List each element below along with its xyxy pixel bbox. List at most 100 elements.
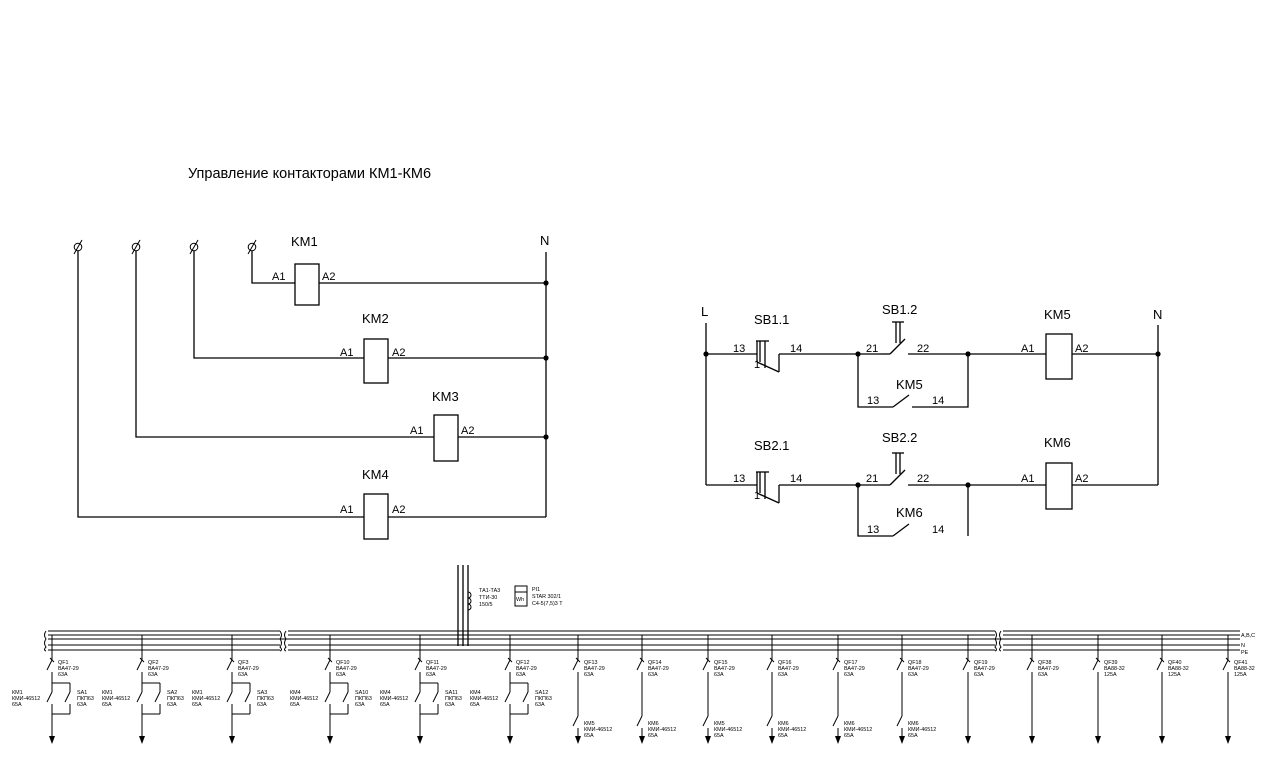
breaker-rating: 63А [778,672,788,678]
contactor-model: КМИ-46512 [714,727,742,733]
coil-km2: KM2 A1 A2 [193,251,546,384]
coil-km3: KM3 A1 A2 [135,251,546,462]
breaker-rating: 63А [336,672,346,678]
contactor-model: КМИ-46512 [908,727,936,733]
breaker-rating: 125А [1168,672,1181,678]
pin-22: 22 [917,473,929,485]
energy-meter: Wh PI1 STAR 302/1 С4-5(7,5)3 Т [514,585,563,607]
terminal-a1-label: A1 [1021,343,1034,355]
stop-button-sb2-1: 1 [754,471,780,504]
breaker-label: QF18 [908,660,921,666]
breaker-model: ВА47-29 [516,666,537,672]
feeder-qf12: QF12ВА47-2963АКМ4КМИ-4651265АSA12ПКП6363… [470,635,552,744]
switch-rating: 63А [257,702,267,708]
neutral-label-right: N [1153,307,1162,322]
ct-label-2: ТТИ-30 [479,595,497,601]
breaker-model: ВА47-29 [584,666,605,672]
coil-label: KM3 [432,389,459,404]
breaker-label: QF16 [778,660,791,666]
contactor-rating: 65А [648,733,658,739]
breaker-rating: 63А [426,672,436,678]
breaker-label: QF41 [1234,660,1247,666]
switch-model: ПКП63 [355,696,372,702]
outgoing-arrow [1159,736,1165,744]
breaker-model: ВА47-29 [974,666,995,672]
breaker-label: QF10 [336,660,349,666]
contactor-model: КМИ-46512 [102,696,130,702]
contactor-rating: 65А [714,733,724,739]
ct-label-3: 150/5 [479,602,493,608]
breaker-contact [504,659,511,671]
contactor-contact [702,715,709,727]
stop-button-sb1-1: 1 [754,340,780,373]
meter-label-3: С4-5(7,5)3 Т [532,601,563,607]
breaker-contact [636,659,643,671]
bus-label-abc: A,B,C [1241,633,1255,639]
breaker-contact [414,659,421,671]
coil-label: KM2 [362,311,389,326]
breaker-contact [766,659,773,671]
terminal-a2-label: A2 [1075,473,1088,485]
contactor-label: КМ5 [584,721,595,727]
outgoing-arrow [417,736,423,744]
breaker-rating: 63А [584,672,594,678]
switch-contact [522,691,529,703]
svg-text:1: 1 [754,490,760,502]
contactor-model: КМИ-46512 [648,727,676,733]
contactor-label: КМ1 [192,690,203,696]
feeder-qf11: QF11ВА47-2963АКМ4КМИ-4651265АSA11ПКП6363… [380,635,462,744]
svg-text:1: 1 [754,359,760,371]
breaker-model: ВА47-29 [336,666,357,672]
contactor-label: КМ6 [844,721,855,727]
diagram-title: Управление контакторами КМ1-КМ6 [188,166,431,182]
stop-button-label: SB1.1 [754,312,789,327]
breaker-rating: 63А [714,672,724,678]
breaker-label: QF19 [974,660,987,666]
switch-model: ПКП63 [535,696,552,702]
outgoing-arrow [49,736,55,744]
breaker-contact [572,659,579,671]
outgoing-arrow [575,736,581,744]
breaker-label: QF38 [1038,660,1051,666]
ct-label-1: ТА1-ТА3 [479,588,500,594]
coil-label: KM6 [1044,435,1071,450]
pin-22: 22 [917,343,929,355]
breaker-model: ВА47-29 [1038,666,1059,672]
hold-contact-km5: KM5 13 14 [857,354,969,408]
neutral-label-left: N [540,233,549,248]
switch-rating: 63А [535,702,545,708]
switch-contact [154,691,161,703]
breaker-rating: 125А [1234,672,1247,678]
contactor-rating: 65А [908,733,918,739]
breaker-rating: 63А [58,672,68,678]
contactor-rating: 65А [102,702,112,708]
switch-model: ПКП63 [257,696,274,702]
bus-label-pe: PE [1241,650,1249,656]
terminal-a1-label: A1 [272,271,285,283]
contactor-contact [324,691,331,703]
breaker-rating: 63А [844,672,854,678]
breaker-contact [46,659,53,671]
bus-label-n: N [1241,643,1245,649]
breaker-rating: 63А [1038,672,1048,678]
coil-label: KM5 [1044,307,1071,322]
contactor-rating: 65А [584,733,594,739]
coil-km4: KM4 A1 A2 [77,251,546,540]
breaker-rating: 63А [148,672,158,678]
outgoing-arrow [1225,736,1231,744]
breaker-contact [1092,659,1099,671]
switch-contact [244,691,251,703]
breaker-model: ВА88-32 [1104,666,1125,672]
switch-label: SA11 [445,690,458,696]
pin-13: 13 [733,343,745,355]
hold-contact-label: KM6 [896,505,923,520]
breaker-model: ВА47-29 [58,666,79,672]
meter-symbol: Wh [516,597,524,603]
